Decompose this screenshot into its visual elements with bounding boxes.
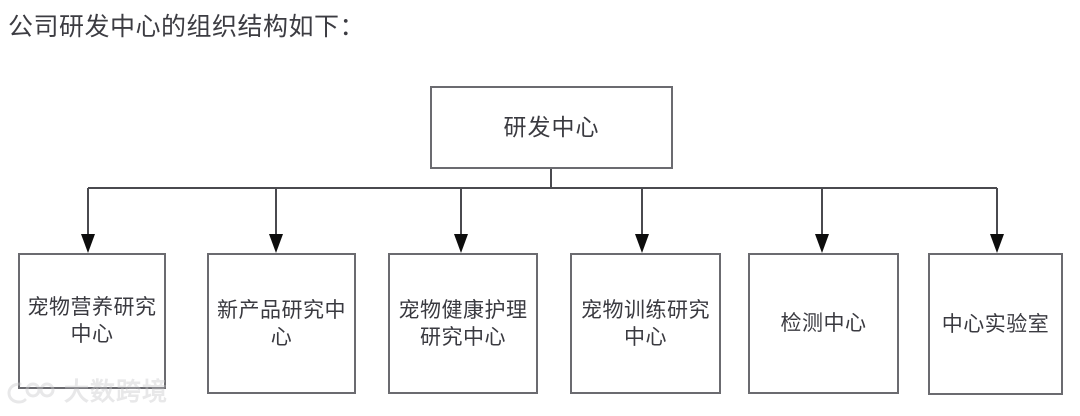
node-root-rd-center[interactable]: 研发中心	[430, 86, 673, 169]
node-child-label: 宠物训练研究中心	[581, 297, 710, 349]
node-child-pet-health-care-research-center[interactable]: 宠物健康护理研究中心	[388, 253, 538, 394]
page-title: 公司研发中心的组织结构如下：	[8, 14, 366, 41]
node-child-label: 宠物营养研究中心	[27, 295, 157, 346]
node-child-label: 新产品研究中心	[217, 297, 346, 349]
node-child-label: 宠物健康护理研究中心	[398, 297, 528, 349]
node-root-label: 研发中心	[503, 114, 600, 140]
node-child-pet-training-research-center[interactable]: 宠物训练研究中心	[570, 253, 721, 394]
node-child-pet-nutrition-research-center[interactable]: 宠物营养研究中心	[18, 253, 166, 389]
node-child-testing-center[interactable]: 检测中心	[748, 253, 899, 394]
node-child-label: 中心实验室	[941, 311, 1050, 336]
node-child-label: 检测中心	[780, 311, 867, 335]
node-child-central-laboratory[interactable]: 中心实验室	[928, 253, 1063, 395]
node-child-new-product-research-center[interactable]: 新产品研究中心	[207, 253, 356, 394]
